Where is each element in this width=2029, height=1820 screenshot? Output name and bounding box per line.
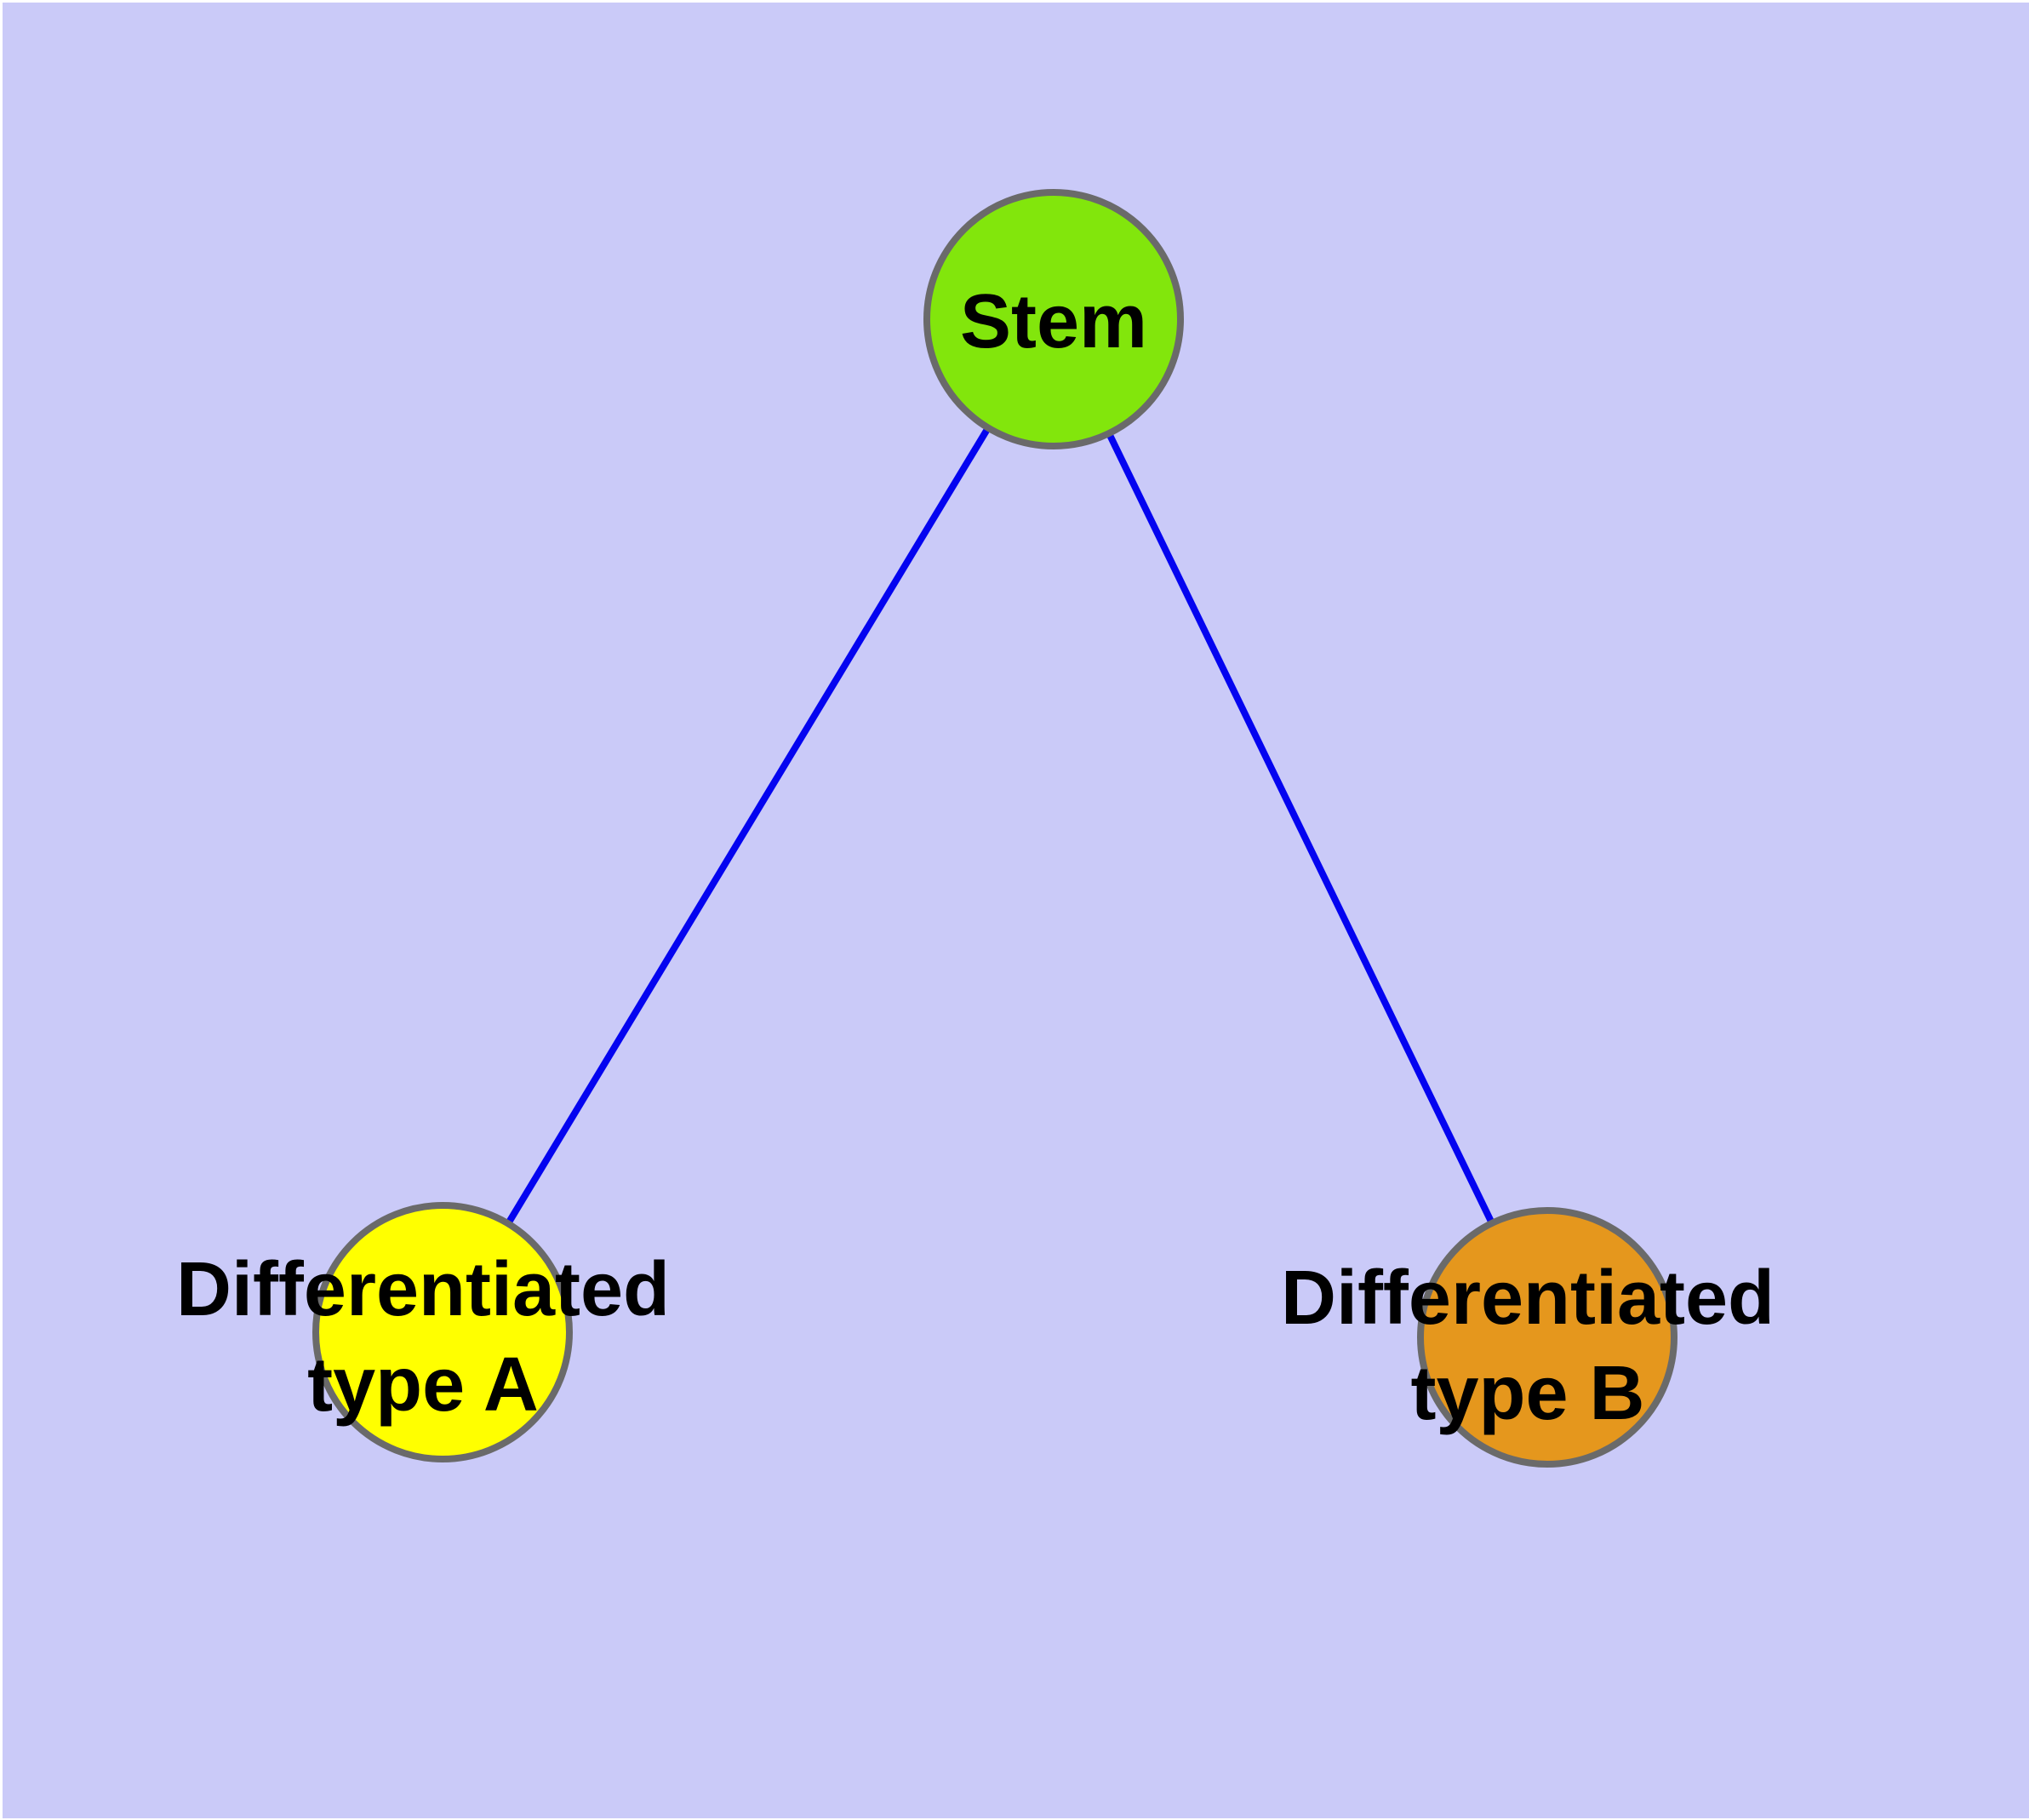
- node-differentiated-type-a: [312, 1202, 573, 1462]
- node-type-b-label-line2: type B: [1410, 1351, 1644, 1436]
- node-type-b-label-line1: Differentiated: [1281, 1256, 1775, 1341]
- node-stem: [923, 189, 1184, 449]
- node-differentiated-type-b: [1417, 1207, 1677, 1468]
- node-stem-label: Stem: [960, 279, 1147, 364]
- node-type-a-label-line2: type A: [307, 1342, 539, 1428]
- edge-stem-to-type-a: [439, 317, 1057, 1335]
- edge-stem-to-type-b: [1050, 318, 1551, 1339]
- node-type-a-label-line1: Differentiated: [176, 1247, 670, 1332]
